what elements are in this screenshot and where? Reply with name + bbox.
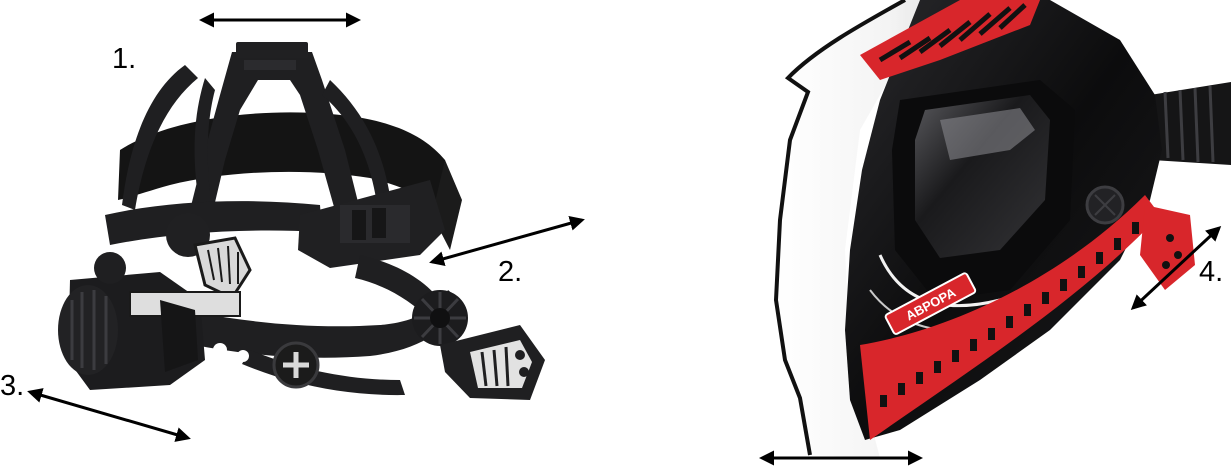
arrow-3: [30, 392, 188, 438]
headgear-image: [58, 42, 545, 400]
label-1: 1.: [112, 45, 136, 74]
label-4: 4.: [1199, 258, 1223, 287]
welding-helmet-image: АВРОРА: [776, 0, 1231, 458]
label-3: 3.: [0, 372, 24, 401]
label-2: 2.: [498, 258, 522, 287]
